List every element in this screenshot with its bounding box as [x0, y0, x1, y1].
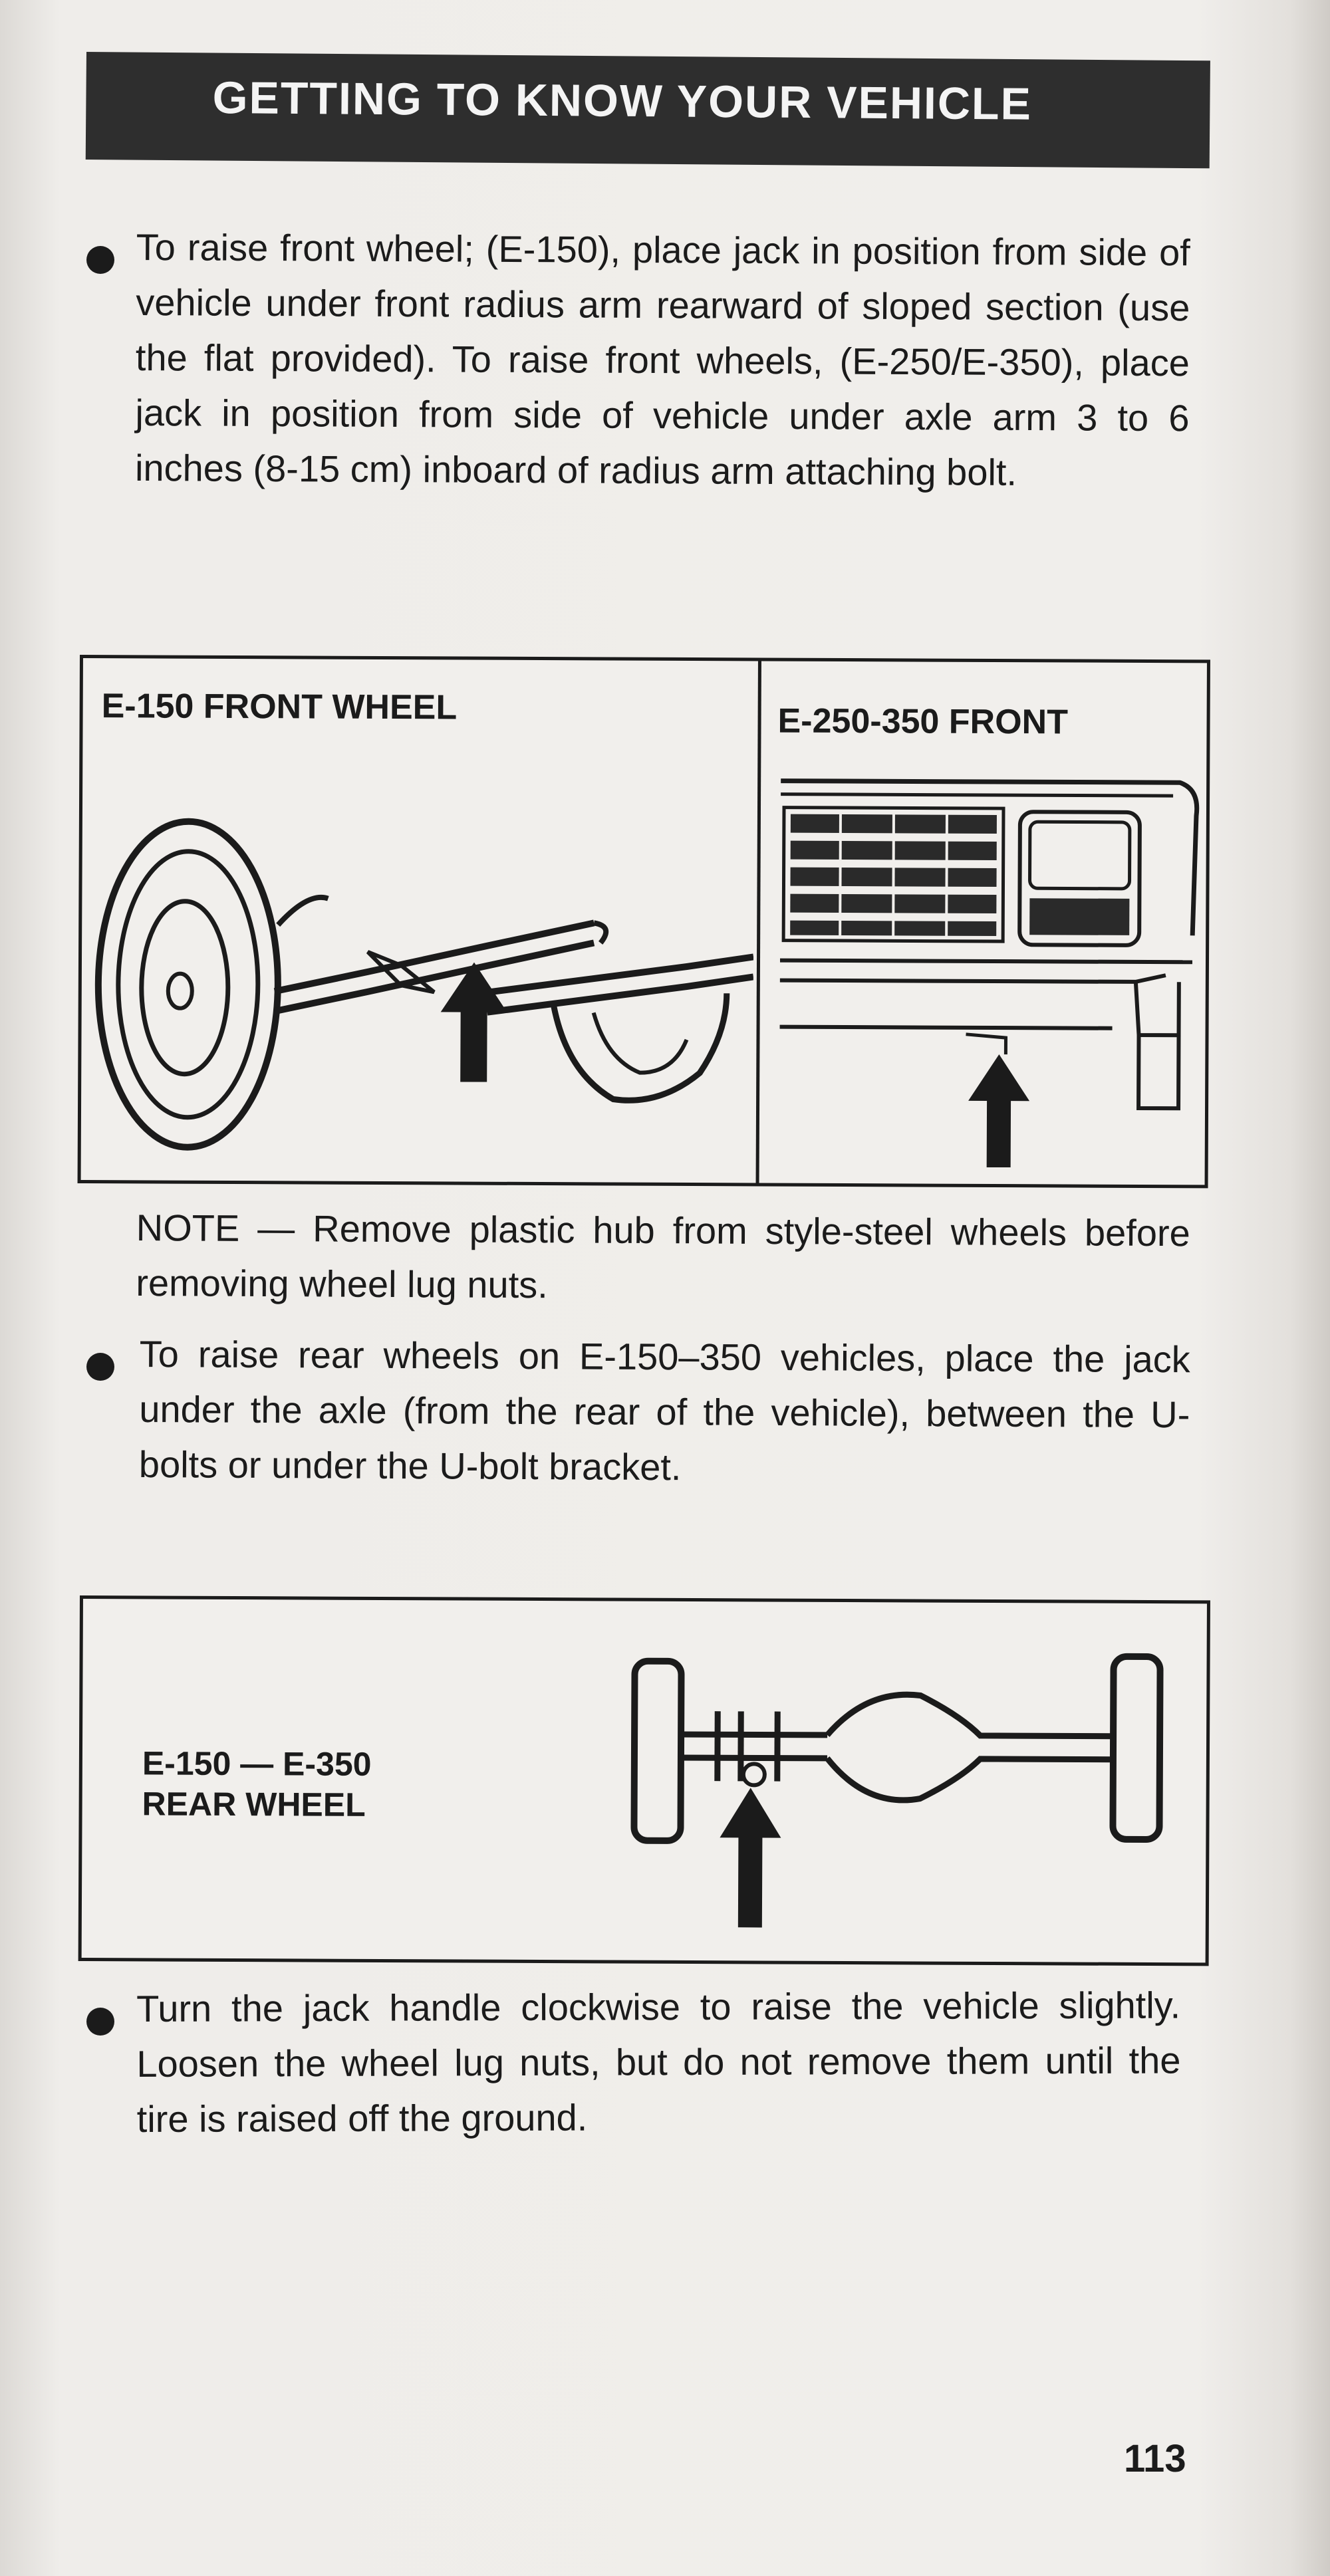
rear-wheel-instructions: To raise rear wheels on E-150–350 vehicl…	[138, 1332, 1190, 1488]
front-jack-point-arrow-icon	[440, 962, 507, 1082]
rear-jack-point-arrow-icon	[720, 1788, 781, 1928]
rear-wheel-label-line2: REAR WHEEL	[142, 1785, 366, 1823]
e150-front-wheel-drawing	[94, 818, 754, 1151]
lug-nut-note: NOTE — Remove plastic hub from style-ste…	[136, 1206, 1190, 1306]
e250-350-front-end-drawing	[779, 778, 1200, 1111]
rear-jack-figure: E-150 — E-350 REAR WHEEL	[78, 1595, 1210, 1966]
rear-wheel-label-line1: E-150 — E-350	[142, 1744, 372, 1783]
section-header-title: GETTING TO KNOW YOUR VEHICLE	[212, 72, 1033, 130]
bullet-icon	[86, 2008, 114, 2036]
rear-axle-drawing	[630, 1653, 1164, 1844]
bullet-icon	[86, 1353, 114, 1381]
bullet-icon	[86, 246, 114, 274]
jack-handle-instructions: Turn the jack handle clockwise to raise …	[136, 1984, 1181, 2140]
front-axle-jack-arrow-icon	[968, 1054, 1030, 1168]
front-jack-figure: E-150 FRONT WHEEL E-250-350 FRONT	[77, 655, 1210, 1189]
figure-divider	[755, 661, 761, 1183]
front-wheel-instructions: To raise front wheel; (E-150), place jac…	[134, 225, 1190, 493]
page-number: 113	[1124, 2437, 1186, 2480]
e150-front-label: E-150 FRONT WHEEL	[101, 687, 458, 727]
